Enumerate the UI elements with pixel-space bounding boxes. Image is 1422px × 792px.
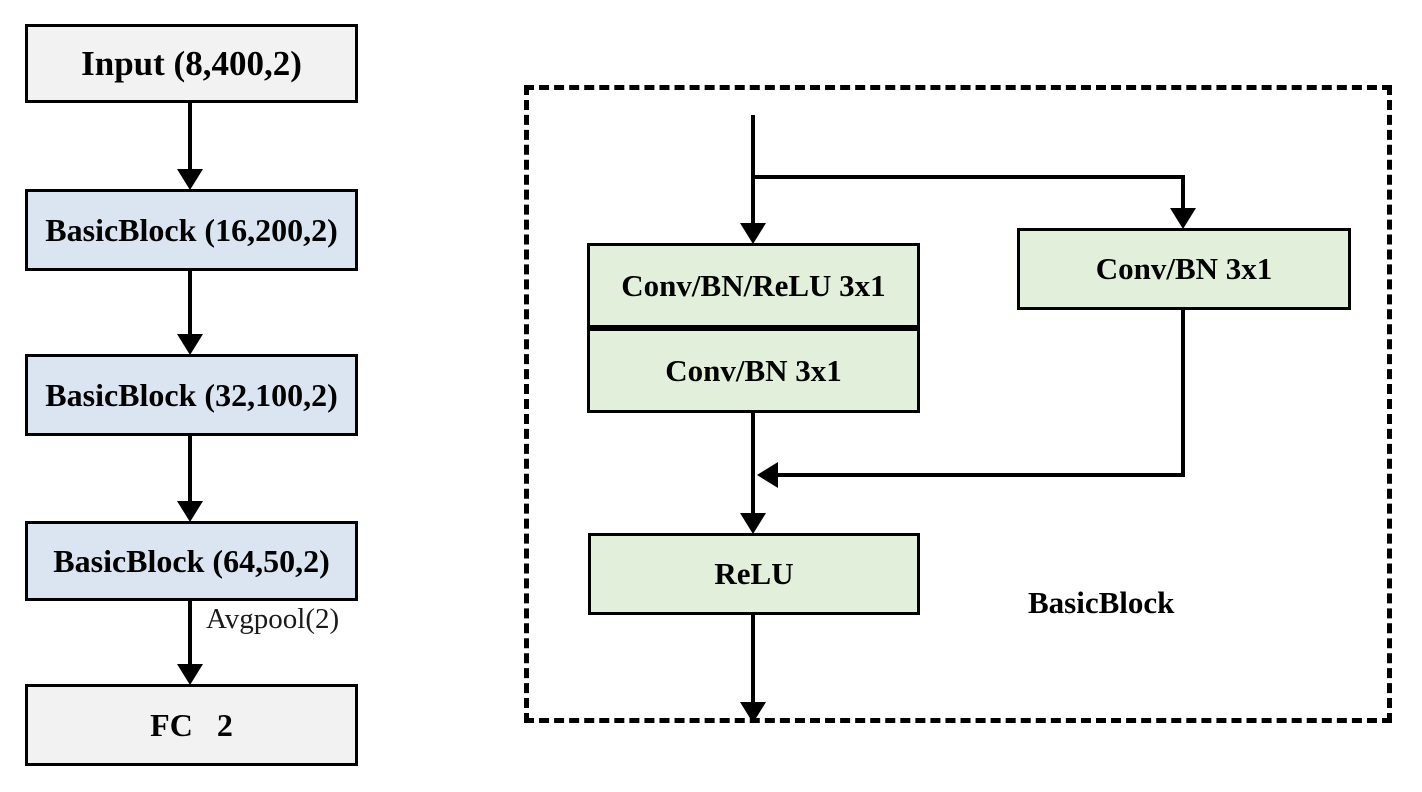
node-conv-bn-label: Conv/BN 3x1 <box>665 352 842 388</box>
node-conv-stack: Conv/BN/ReLU 3x1 Conv/BN 3x1 <box>587 243 920 413</box>
node-conv-bn: Conv/BN 3x1 <box>590 331 917 410</box>
arrowhead-left-icon <box>757 462 778 488</box>
connector-entry <box>751 115 755 225</box>
avgpool-edge-label: Avgpool(2) <box>206 603 340 635</box>
node-basicblock-2-label: BasicBlock (32,100,2) <box>45 376 338 413</box>
connector-bb3-to-fc <box>188 601 192 665</box>
node-relu: ReLU <box>588 533 920 615</box>
connector-shortcut-vertical <box>1181 310 1185 477</box>
arrowhead-down-icon <box>177 169 203 190</box>
stack-divider <box>590 325 917 331</box>
node-relu-label: ReLU <box>714 556 794 591</box>
connector-bb1-to-bb2 <box>188 271 192 335</box>
connector-bb2-to-bb3 <box>188 436 192 502</box>
node-input-label: Input (8,400,2) <box>81 43 302 83</box>
arrowhead-down-icon <box>1170 208 1196 229</box>
node-shortcut-conv-bn-label: Conv/BN 3x1 <box>1095 251 1273 286</box>
connector-shortcut-horizontal <box>777 473 1185 477</box>
node-basicblock-3: BasicBlock (64,50,2) <box>25 521 358 601</box>
arrowhead-down-icon <box>740 513 766 534</box>
node-basicblock-1-label: BasicBlock (16,200,2) <box>45 211 338 248</box>
node-basicblock-2: BasicBlock (32,100,2) <box>25 354 358 436</box>
node-basicblock-1: BasicBlock (16,200,2) <box>25 189 358 271</box>
connector-input-to-bb1 <box>188 103 192 170</box>
arrowhead-down-icon <box>177 334 203 355</box>
node-fc-label: FC 2 <box>150 706 233 743</box>
basicblock-detail-frame <box>524 85 1392 723</box>
node-input: Input (8,400,2) <box>25 24 358 103</box>
node-conv-bn-relu-label: Conv/BN/ReLU 3x1 <box>621 267 886 303</box>
arrowhead-down-icon <box>740 223 766 244</box>
arrowhead-down-icon <box>740 702 766 723</box>
node-conv-bn-relu: Conv/BN/ReLU 3x1 <box>590 246 917 325</box>
connector-branch-vertical <box>1181 175 1185 210</box>
node-shortcut-conv-bn: Conv/BN 3x1 <box>1017 228 1351 310</box>
node-basicblock-3-label: BasicBlock (64,50,2) <box>53 542 330 579</box>
arrowhead-down-icon <box>177 501 203 522</box>
node-fc: FC 2 <box>25 684 358 766</box>
arrowhead-down-icon <box>177 664 203 685</box>
connector-stack-to-relu <box>751 412 755 515</box>
connector-exit <box>751 615 755 705</box>
basicblock-caption: BasicBlock <box>1028 585 1175 620</box>
connector-branch-horizontal <box>751 175 1185 179</box>
